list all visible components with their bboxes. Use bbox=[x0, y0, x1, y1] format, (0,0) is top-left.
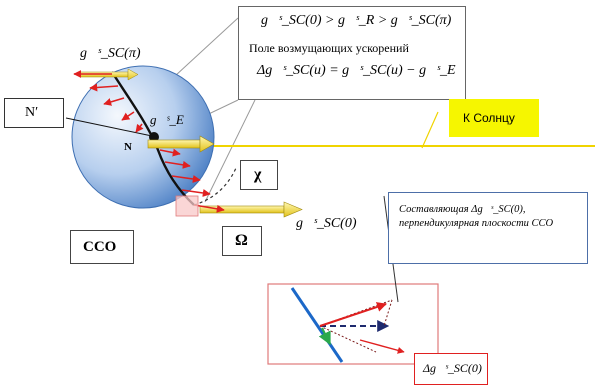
label-chi: χ bbox=[240, 160, 278, 190]
label-g-sc-0: g⃗ˢ_SC(0) bbox=[296, 216, 357, 231]
label-delta-g-sc-0: Δg⃗ˢ_SC(0) bbox=[414, 353, 488, 385]
formula-box: g⃗ˢ_SC(0) > g⃗ˢ_R > g⃗ˢ_SC(π) Поле возму… bbox=[238, 6, 466, 100]
arrow-g-e bbox=[147, 135, 215, 153]
label-g-sc-pi: g⃗ˢ_SC(π) bbox=[80, 46, 141, 61]
sun-label: К Солнцу bbox=[449, 99, 539, 137]
node-point bbox=[149, 132, 159, 142]
zoom-detail bbox=[267, 283, 439, 365]
arrow-g-sc-0 bbox=[199, 201, 303, 218]
orbit-dashed bbox=[193, 167, 237, 206]
label-g-e: g⃗ˢ_E bbox=[150, 112, 184, 127]
label-omega: Ω bbox=[222, 226, 262, 256]
perturbation-field-title: Поле возмущающих ускорений bbox=[249, 41, 409, 55]
zoom-marker bbox=[175, 195, 199, 217]
perturbation-arrows bbox=[73, 70, 225, 213]
formula-delta: Δg⃗ˢ_SC(u) = g⃗ˢ_SC(u) − g⃗ˢ_E bbox=[257, 63, 456, 78]
label-n: N bbox=[124, 141, 132, 153]
label-cco: ССО bbox=[70, 230, 134, 264]
component-note: Составляющая Δg⃗ˢ_SC(0), перпендикулярна… bbox=[388, 192, 588, 264]
orbit-curve bbox=[110, 71, 195, 206]
formula-inequality: g⃗ˢ_SC(0) > g⃗ˢ_R > g⃗ˢ_SC(π) bbox=[261, 13, 452, 28]
label-n-prime: N′ bbox=[4, 98, 64, 128]
